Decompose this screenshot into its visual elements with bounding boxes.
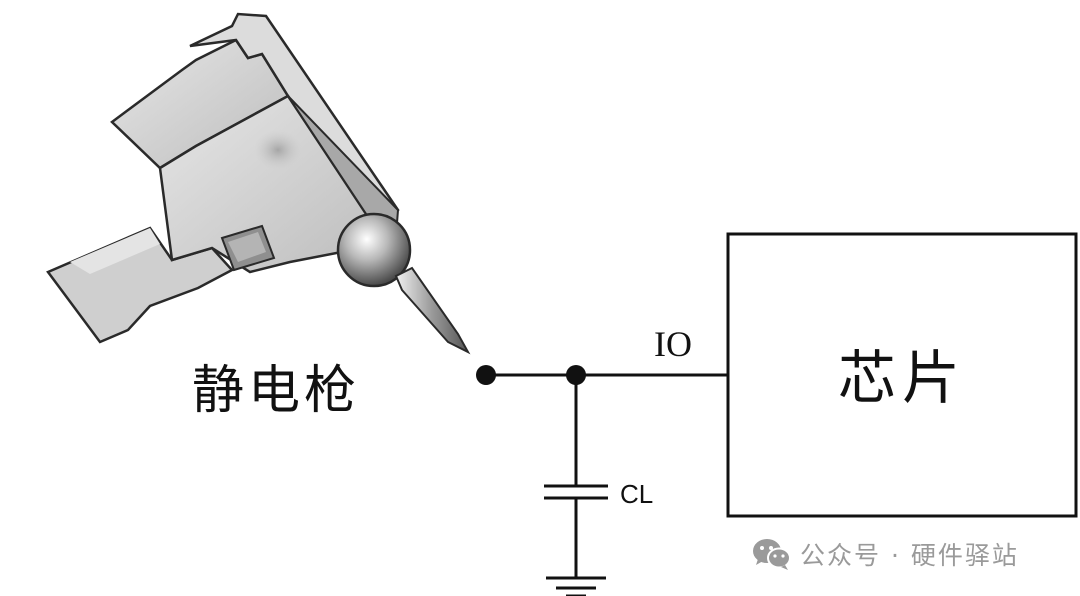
chip-box [726, 232, 1078, 518]
capacitor-label: CL [620, 479, 653, 509]
watermark: 公众号 · 硬件驿站 [752, 536, 1019, 572]
io-label: IO [654, 324, 692, 364]
junction-node [566, 365, 586, 385]
wechat-icon [753, 539, 791, 570]
ground-icon [546, 576, 606, 596]
watermark-text: 公众号 · 硬件驿站 [800, 541, 1019, 570]
chip-label: 芯片 [838, 344, 966, 412]
discharge-node [476, 365, 496, 385]
capacitor-symbol [544, 484, 608, 500]
esd-gun-icon [46, 12, 471, 355]
esd-gun-label: 静电枪 [192, 361, 360, 421]
circuit-wires [486, 373, 728, 578]
